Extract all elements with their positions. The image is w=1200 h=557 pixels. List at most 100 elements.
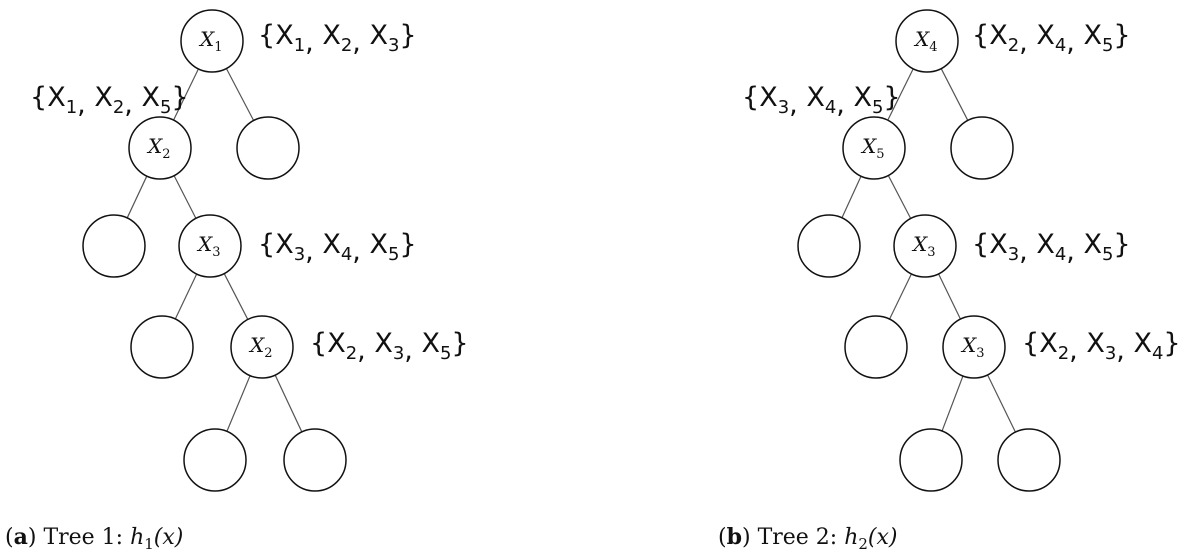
subset-subscript: 5 (1102, 35, 1113, 56)
subset-comma: , (124, 89, 141, 120)
caption-paren: ( (718, 525, 727, 550)
feature-subset-label: {X2, X3, X5} (310, 328, 469, 366)
subset-subscript: 4 (341, 244, 352, 265)
subset-comma: , (1069, 335, 1086, 366)
subset-variable: X (1036, 20, 1055, 51)
subset-variable: X (374, 328, 393, 359)
brace-close: } (171, 82, 188, 113)
subset-subscript: 4 (1055, 35, 1066, 56)
feature-subset-label: {X3, X4, X5} (258, 229, 417, 267)
caption-text: Tree 1: (43, 525, 130, 550)
split-node (178, 214, 242, 278)
subset-variable: X (141, 82, 160, 113)
leaf-node (997, 428, 1061, 492)
caption-paren: ) (28, 525, 44, 550)
leaf-node (844, 315, 908, 379)
subset-subscript: 2 (1008, 35, 1019, 56)
node-variable: X (860, 134, 877, 158)
brace-close: } (399, 229, 416, 260)
subset-subscript: 3 (1008, 244, 1019, 265)
feature-subset-label: {X1, X2, X3} (258, 20, 417, 58)
tree-edge (888, 273, 913, 320)
subset-subscript: 5 (1102, 244, 1113, 265)
node-label: X2 (146, 134, 171, 162)
node-subscript: 1 (214, 40, 222, 55)
subset-comma: , (789, 89, 806, 120)
node-label: X1 (198, 27, 223, 55)
caption-function: h (130, 525, 144, 550)
caption-text: Tree 2: (758, 525, 845, 550)
split-node (842, 116, 906, 180)
tree-edge (174, 273, 198, 320)
subset-subscript: 3 (393, 343, 404, 364)
caption-paren: ) (742, 525, 758, 550)
split-node (895, 9, 959, 73)
subset-subscript: 3 (1105, 343, 1116, 364)
caption-letter: b (727, 524, 742, 550)
node-variable: X (960, 333, 977, 357)
brace-close: } (399, 20, 416, 51)
subset-subscript: 3 (388, 35, 399, 56)
caption-argument: (x) (154, 525, 184, 550)
caption-argument: (x) (868, 525, 898, 550)
subset-variable: X (1133, 328, 1152, 359)
node-label: X3 (960, 333, 985, 361)
leaf-node (899, 428, 963, 492)
subset-comma: , (352, 236, 369, 267)
node-subscript: 4 (929, 40, 937, 55)
leaf-node (236, 116, 300, 180)
subset-variable: X (759, 82, 778, 113)
subset-subscript: 2 (341, 35, 352, 56)
node-variable: X (248, 333, 265, 357)
caption-function-subscript: 2 (858, 535, 868, 553)
subset-comma: , (357, 335, 374, 366)
brace-open: { (258, 229, 275, 260)
feature-subset-label: {X2, X4, X5} (972, 20, 1131, 58)
subset-subscript: 5 (388, 244, 399, 265)
subset-variable: X (322, 20, 341, 51)
subset-variable: X (275, 229, 294, 260)
subset-subscript: 2 (113, 97, 124, 118)
subset-variable: X (369, 20, 388, 51)
tree-edge (173, 68, 199, 121)
subset-subscript: 3 (778, 97, 789, 118)
brace-open: { (742, 82, 759, 113)
subset-comma: , (1019, 236, 1036, 267)
subset-subscript: 5 (160, 97, 171, 118)
node-subscript: 2 (264, 346, 272, 361)
brace-close: } (1113, 229, 1130, 260)
brace-open: { (972, 229, 989, 260)
subset-comma: , (352, 27, 369, 58)
node-subscript: 2 (162, 147, 170, 162)
tree-edge (225, 68, 255, 121)
node-label: X3 (196, 232, 221, 260)
node-variable: X (196, 232, 213, 256)
subset-variable: X (421, 328, 440, 359)
tree-edge (987, 374, 1016, 433)
brace-open: { (258, 20, 275, 51)
brace-close: } (883, 82, 900, 113)
node-variable: X (913, 27, 930, 51)
tree-edge (173, 175, 197, 219)
leaf-node (82, 214, 146, 278)
subset-subscript: 2 (346, 343, 357, 364)
subset-variable: X (806, 82, 825, 113)
split-node (128, 116, 192, 180)
brace-open: { (972, 20, 989, 51)
subset-subscript: 5 (872, 97, 883, 118)
tree-caption: (a) Tree 1: h1(x) (5, 524, 183, 553)
node-subscript: 3 (212, 245, 220, 260)
node-label: X5 (860, 134, 885, 162)
subset-variable: X (322, 229, 341, 260)
split-node (942, 315, 1006, 379)
node-subscript: 3 (927, 245, 935, 260)
feature-subset-label: {X2, X3, X4} (1022, 328, 1181, 366)
tree-edge (887, 175, 912, 219)
subset-variable: X (989, 229, 1008, 260)
subset-variable: X (275, 20, 294, 51)
node-label: X3 (911, 232, 936, 260)
split-node (893, 214, 957, 278)
tree-edge (887, 68, 914, 121)
